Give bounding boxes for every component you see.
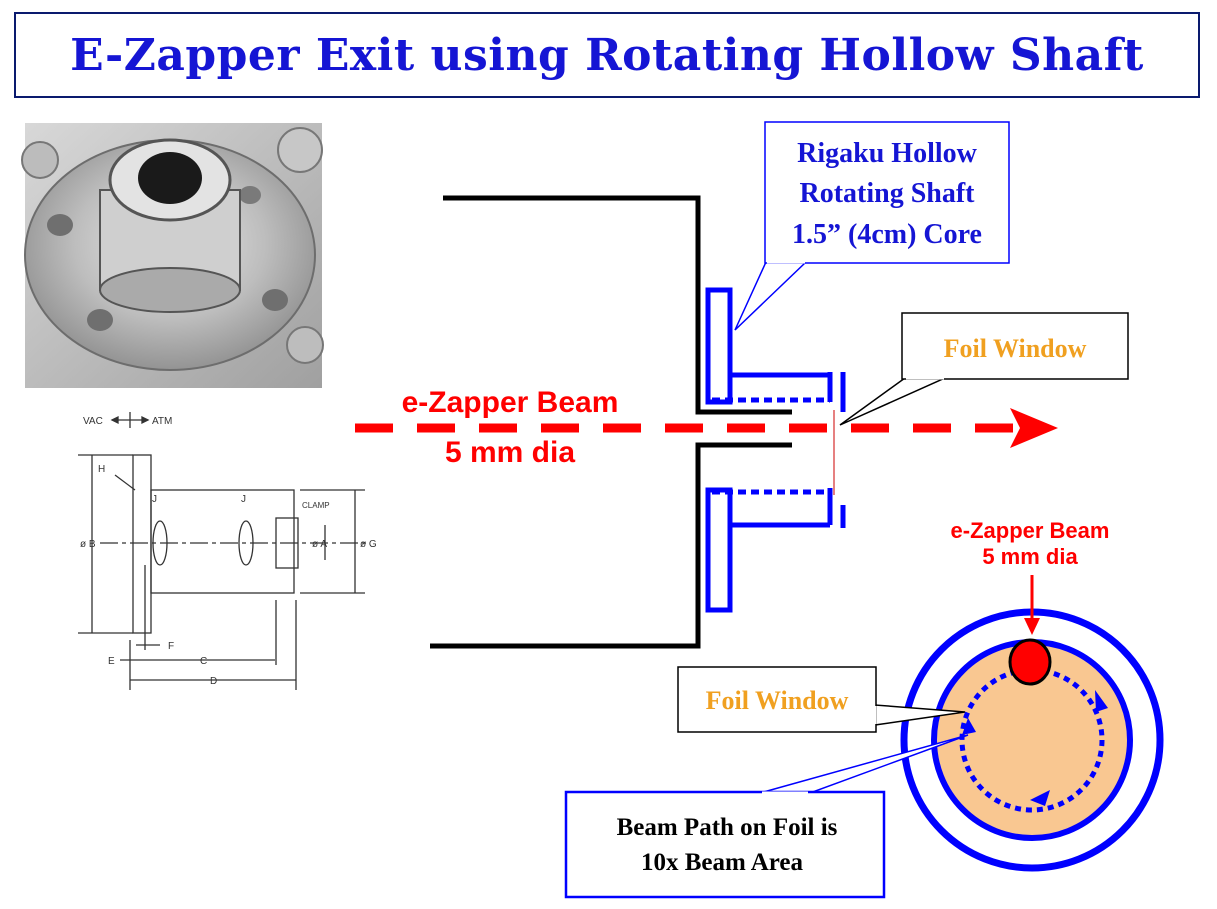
technical-drawing: [78, 412, 370, 690]
foil-window-bottom-label: Foil Window: [706, 686, 849, 715]
rigaku-line2: Rotating Shaft: [799, 178, 975, 209]
beam-small-line1: e-Zapper Beam: [951, 518, 1110, 543]
foil-cross-section: [900, 575, 1164, 872]
f-label: F: [168, 641, 174, 652]
beam-small-line2: 5 mm dia: [982, 544, 1078, 569]
j2-label: J: [241, 494, 246, 505]
b-label: ø B: [80, 539, 96, 550]
chamber-outline: [430, 195, 792, 649]
clamp-label: CLAMP: [302, 501, 330, 510]
foil-window-bottom-callout: Foil Window: [677, 666, 966, 733]
rigaku-callout: Rigaku Hollow Rotating Shaft 1.5” (4cm) …: [734, 121, 1010, 331]
atm-label: ATM: [152, 416, 172, 427]
c-label: C: [200, 656, 207, 667]
g-label: ø G: [360, 539, 377, 550]
rotating-shaft: [705, 287, 846, 613]
vac-label: VAC: [83, 416, 103, 427]
beam-arrow: [355, 408, 1058, 448]
beam-label-line1: e-Zapper Beam: [402, 386, 619, 419]
rigaku-line1: Rigaku Hollow: [797, 138, 977, 169]
e-label: E: [108, 656, 115, 667]
d-label: D: [210, 676, 217, 687]
title-box: E-Zapper Exit using Rotating Hollow Shaf…: [14, 12, 1200, 98]
drawing-labels: VAC ATM H J J CLAMP ø B ø A ø G E F C D: [80, 416, 377, 687]
shaft-photo: [21, 123, 324, 388]
j1-label: J: [152, 494, 157, 505]
beam-label-line2: 5 mm dia: [445, 436, 575, 469]
a-label: ø A: [312, 539, 327, 550]
page-title: E-Zapper Exit using Rotating Hollow Shaf…: [70, 29, 1144, 81]
rigaku-line3: 1.5” (4cm) Core: [792, 219, 982, 250]
beam-path-line1: Beam Path on Foil is: [617, 814, 838, 841]
h-label: H: [98, 464, 105, 475]
beam-path-line2: 10x Beam Area: [641, 849, 804, 876]
foil-window-top-callout: Foil Window: [839, 312, 1129, 426]
foil-window-top-label: Foil Window: [944, 334, 1087, 363]
beam-path-callout: Beam Path on Foil is 10x Beam Area: [564, 734, 969, 899]
